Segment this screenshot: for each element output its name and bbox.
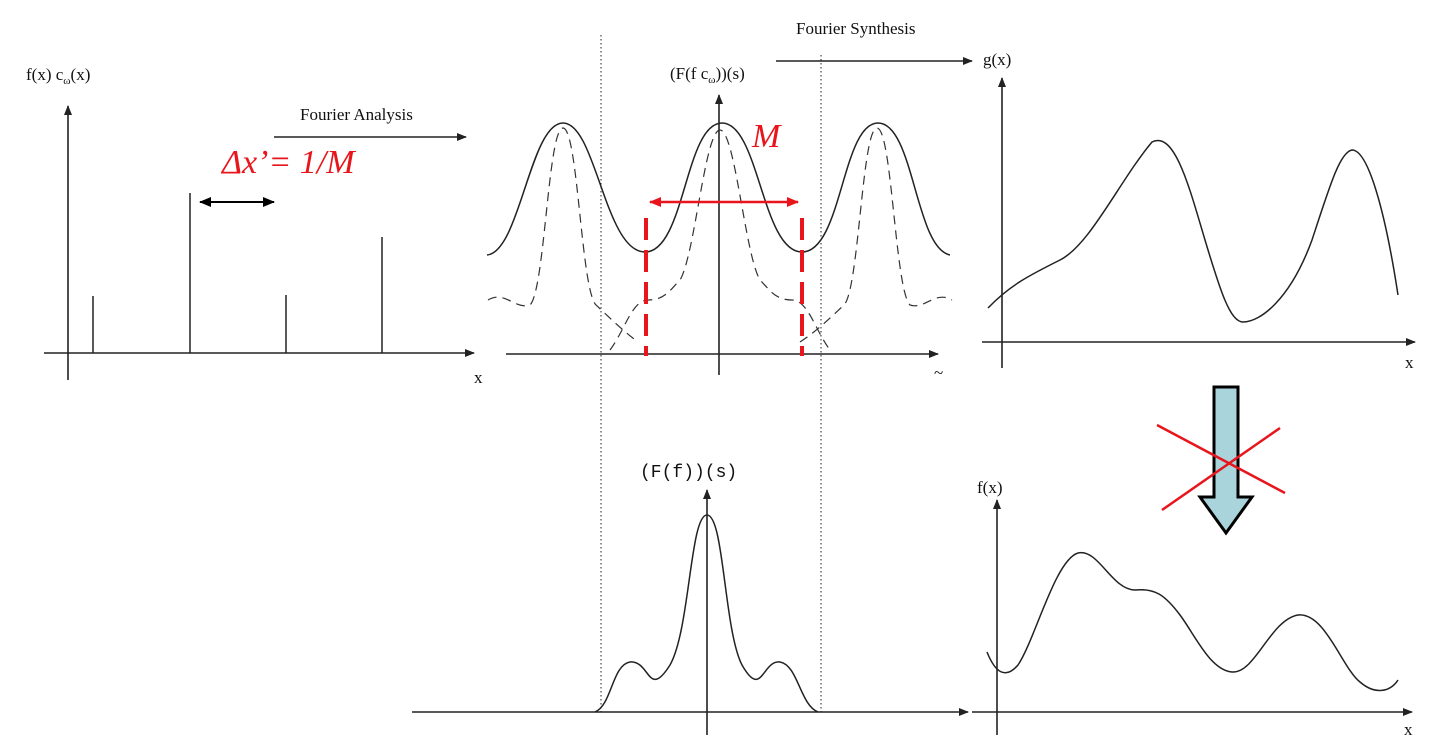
panel-periodic-spectrum: (F(f cω))(s) ~ M <box>486 64 953 382</box>
panel-reconstructed-g: g(x) x <box>982 50 1416 372</box>
down-arrow-icon <box>1197 385 1255 536</box>
panel2-y-label: (F(f cω))(s) <box>670 64 745 86</box>
panel2-x-label: ~ <box>934 363 943 382</box>
fourier-analysis-label: Fourier Analysis <box>300 105 413 124</box>
panel3-x-label: x <box>1405 353 1414 372</box>
panel1-x-label: x <box>474 368 483 387</box>
fourier-analysis-arrow: Fourier Analysis <box>274 105 467 141</box>
crossed-down-arrow <box>1156 385 1286 536</box>
spectrum-component <box>487 127 639 343</box>
panel5-y-label: f(x) <box>977 478 1002 497</box>
spectrum-curve <box>594 514 819 713</box>
spectrum-component <box>609 129 831 351</box>
f-curve <box>986 552 1399 692</box>
g-curve <box>987 139 1399 323</box>
panel1-y-label: f(x) cω(x) <box>26 65 90 87</box>
panel4-y-label: (F(f))(s) <box>640 463 737 483</box>
fourier-synthesis-arrow: Fourier Synthesis <box>776 19 973 65</box>
delta-x-label: Δx’= 1/M <box>220 144 356 181</box>
panel-original-f: f(x) x <box>972 478 1413 739</box>
spectrum-component <box>799 127 953 343</box>
fourier-synthesis-label: Fourier Synthesis <box>796 19 915 38</box>
panel-spectrum: (F(f))(s) <box>412 463 969 735</box>
x-mark-icon <box>1156 423 1286 512</box>
panel-sampled-signal: f(x) cω(x) x Δx’= 1/M <box>26 65 483 387</box>
window-width-label: M <box>751 118 782 155</box>
panel5-x-label: x <box>1404 720 1413 739</box>
panel3-y-label: g(x) <box>983 50 1011 69</box>
periodic-spectrum-curve <box>486 122 951 256</box>
